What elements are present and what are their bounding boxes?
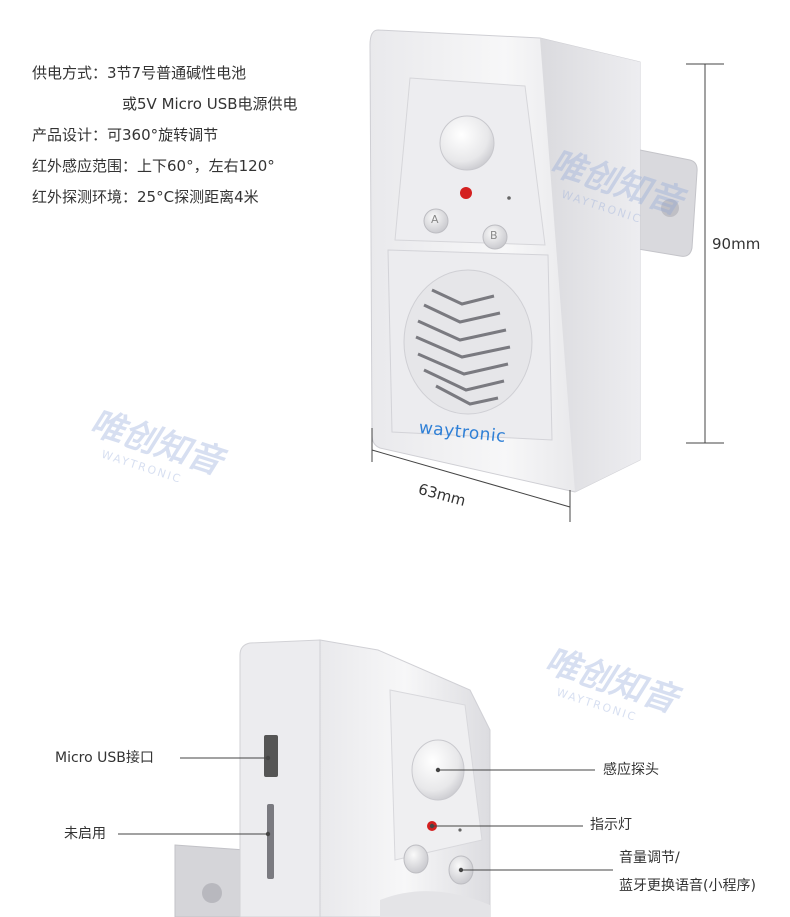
spec-row-design: 产品设计： 可360°旋转调节 — [32, 120, 362, 151]
spec-label: 红外探测环境： — [32, 188, 138, 206]
spec-row-power: 供电方式： 3节7号普通碱性电池 — [32, 58, 362, 89]
speaker-grille — [403, 269, 533, 415]
spec-row-power-alt: 或5V Micro USB电源供电 — [32, 89, 362, 120]
spec-row-ir-range: 红外感应范围： 上下60°，左右120° — [32, 151, 362, 182]
button-b — [482, 224, 508, 250]
device-side — [174, 639, 491, 917]
spec-value: 或5V Micro USB电源供电 — [122, 95, 298, 113]
unused-port — [267, 804, 274, 879]
spec-row-ir-env: 红外探测环境： 25°C探测距离4米 — [32, 182, 362, 213]
spec-label: 红外感应范围： — [32, 157, 138, 175]
button-b-label: B — [490, 229, 498, 242]
callout-lines — [118, 757, 613, 871]
callout-unused: 未启用 — [64, 826, 106, 842]
spec-value: 3节7号普通碱性电池 — [107, 64, 247, 82]
button-a-label: A — [431, 213, 439, 226]
spec-value: 25°C探测距离4米 — [137, 188, 259, 206]
micro-usb-port — [264, 735, 278, 777]
dimension-height: 90mm — [712, 235, 761, 253]
indicator-led — [460, 187, 472, 199]
callout-sensor: 感应探头 — [603, 762, 659, 778]
spec-value: 可360°旋转调节 — [107, 126, 219, 144]
callout-micro-usb: Micro USB接口 — [55, 750, 154, 766]
spec-value: 上下60°，左右120° — [137, 157, 275, 175]
dimension-lines — [371, 63, 724, 522]
callout-indicator: 指示灯 — [590, 817, 632, 833]
callout-volume-line2: 蓝牙更换语音(小程序) — [619, 878, 756, 894]
device-front — [369, 29, 641, 493]
callout-volume-line1: 音量调节/ — [619, 850, 680, 866]
spec-label: 产品设计： — [32, 126, 108, 144]
button-a — [423, 208, 449, 234]
spec-label: 供电方式： — [32, 64, 108, 82]
spec-list: 供电方式： 3节7号普通碱性电池 或5V Micro USB电源供电 产品设计：… — [32, 58, 362, 213]
